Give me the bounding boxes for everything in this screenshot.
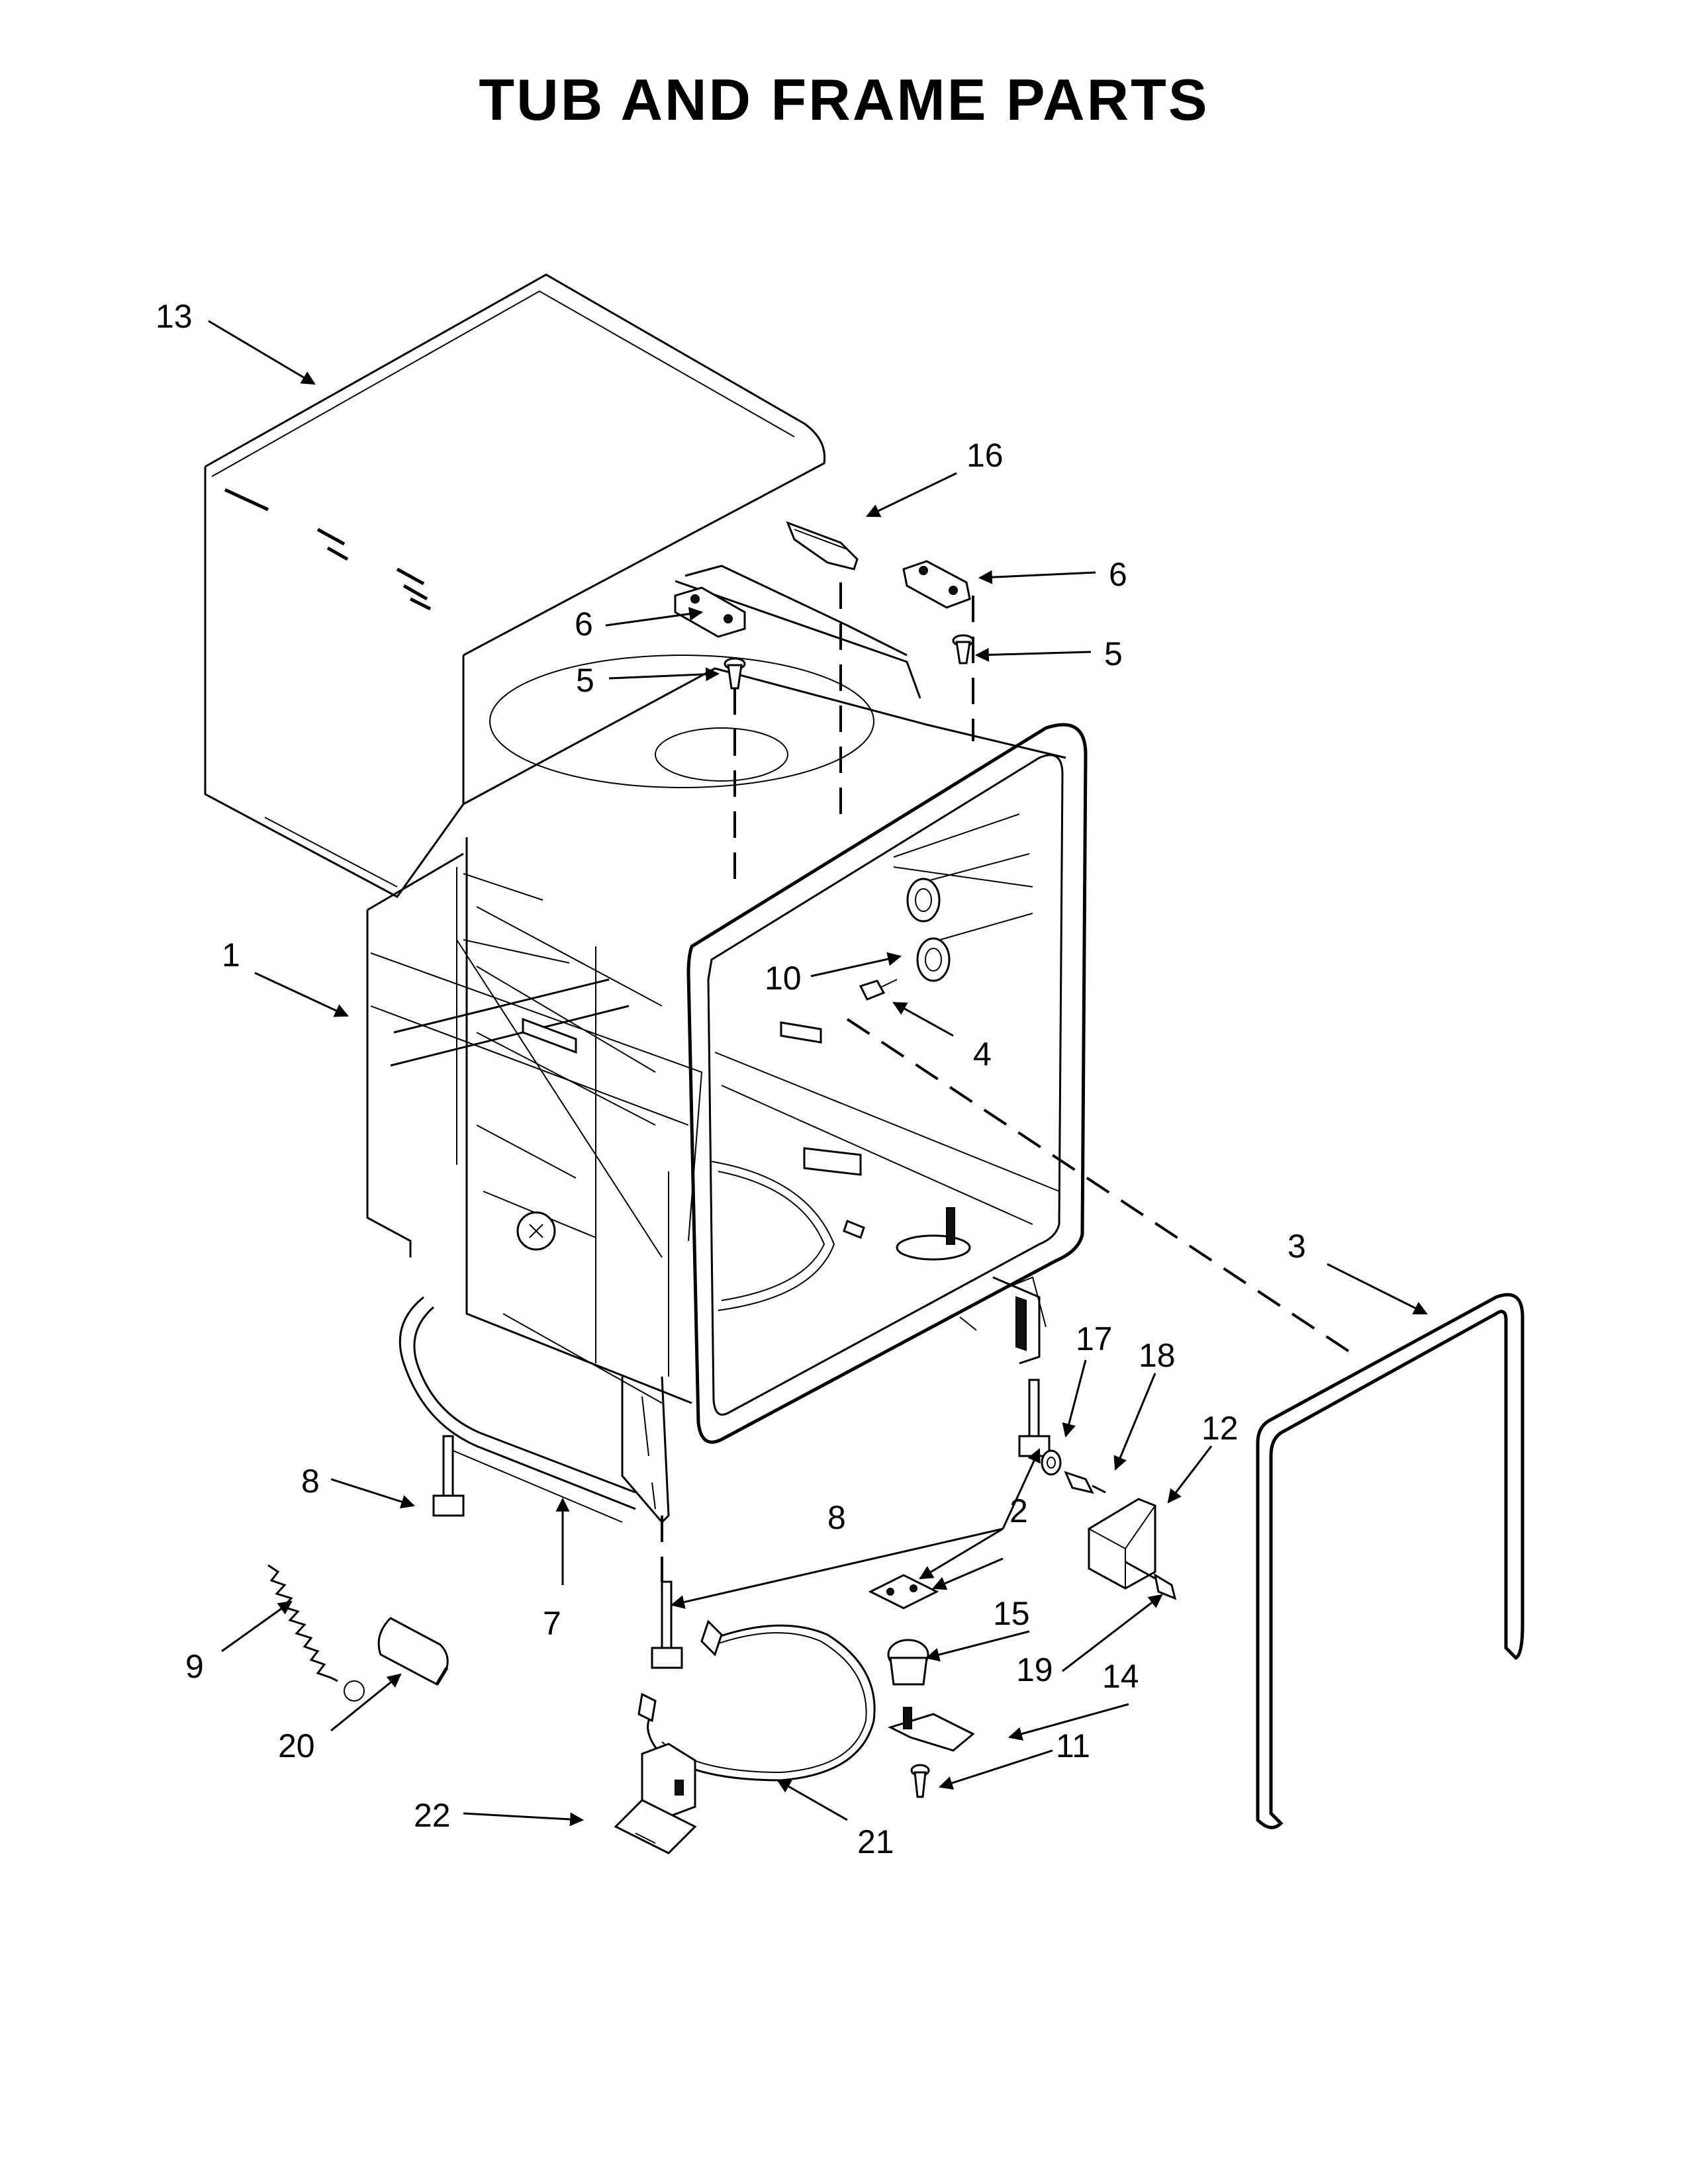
callout-10: 10 xyxy=(765,960,802,997)
callout-18: 18 xyxy=(1139,1337,1176,1374)
callout-5-left: 5 xyxy=(576,662,594,699)
part-8-leg-lower xyxy=(651,1580,683,1669)
callout-6-right: 6 xyxy=(1109,556,1127,593)
callout-leaders xyxy=(208,320,1428,1827)
tub xyxy=(366,565,1088,1524)
part-6-bracket-left xyxy=(674,586,746,638)
door-gasket xyxy=(1256,1293,1524,1829)
callout-8-center: 8 xyxy=(827,1499,846,1536)
part-5-screw-right xyxy=(952,634,974,664)
part-4-screw xyxy=(859,979,898,1001)
callout-21: 21 xyxy=(857,1823,894,1860)
assembly-lines xyxy=(661,582,1358,1582)
part-12-bracket xyxy=(1088,1498,1156,1590)
callout-8-left: 8 xyxy=(301,1463,320,1500)
callout-7: 7 xyxy=(543,1605,561,1642)
callout-4: 4 xyxy=(973,1036,992,1073)
callout-22: 22 xyxy=(414,1797,451,1834)
base-frame xyxy=(399,1296,636,1523)
callout-5-right: 5 xyxy=(1104,635,1123,672)
callout-16: 16 xyxy=(966,437,1004,474)
part-9-spring xyxy=(267,1564,365,1702)
part-16-clip xyxy=(786,521,859,570)
diagram-title: TUB AND FRAME PARTS xyxy=(479,67,1209,132)
part-14-bracket xyxy=(887,1707,975,1752)
callout-19: 19 xyxy=(1016,1651,1053,1688)
part-10-hinge xyxy=(906,853,1033,982)
callout-17: 17 xyxy=(1076,1320,1113,1357)
part-11-screw xyxy=(910,1764,930,1798)
callout-20: 20 xyxy=(278,1727,315,1764)
callout-15: 15 xyxy=(993,1595,1030,1632)
callout-12: 12 xyxy=(1201,1410,1239,1447)
callout-2: 2 xyxy=(1009,1492,1028,1529)
part-8-leg-left xyxy=(432,1435,465,1517)
callout-11: 11 xyxy=(1056,1727,1090,1764)
part-17-washer xyxy=(1041,1449,1062,1476)
callout-14: 14 xyxy=(1102,1658,1139,1695)
part-2-label xyxy=(868,1574,939,1610)
part-22-bracket xyxy=(614,1743,697,1854)
callout-labels: 13 16 6 5 6 5 1 10 4 3 17 18 12 8 8 2 15… xyxy=(156,298,1306,1860)
part-20-pad xyxy=(377,1617,449,1686)
callout-9: 9 xyxy=(185,1648,204,1685)
callout-1: 1 xyxy=(222,936,240,974)
part-19-screw xyxy=(1125,1561,1177,1600)
callout-13: 13 xyxy=(156,298,193,335)
part-18-screw xyxy=(1064,1471,1106,1494)
part-6-bracket-right xyxy=(902,560,971,609)
callout-6-left: 6 xyxy=(575,606,593,643)
part-15-sensor xyxy=(887,1639,929,1686)
callout-3: 3 xyxy=(1288,1228,1306,1265)
part-8-leg-right-upper xyxy=(1018,1379,1051,1457)
part-5-screw-left xyxy=(724,657,746,690)
insulation-blanket xyxy=(204,273,826,898)
